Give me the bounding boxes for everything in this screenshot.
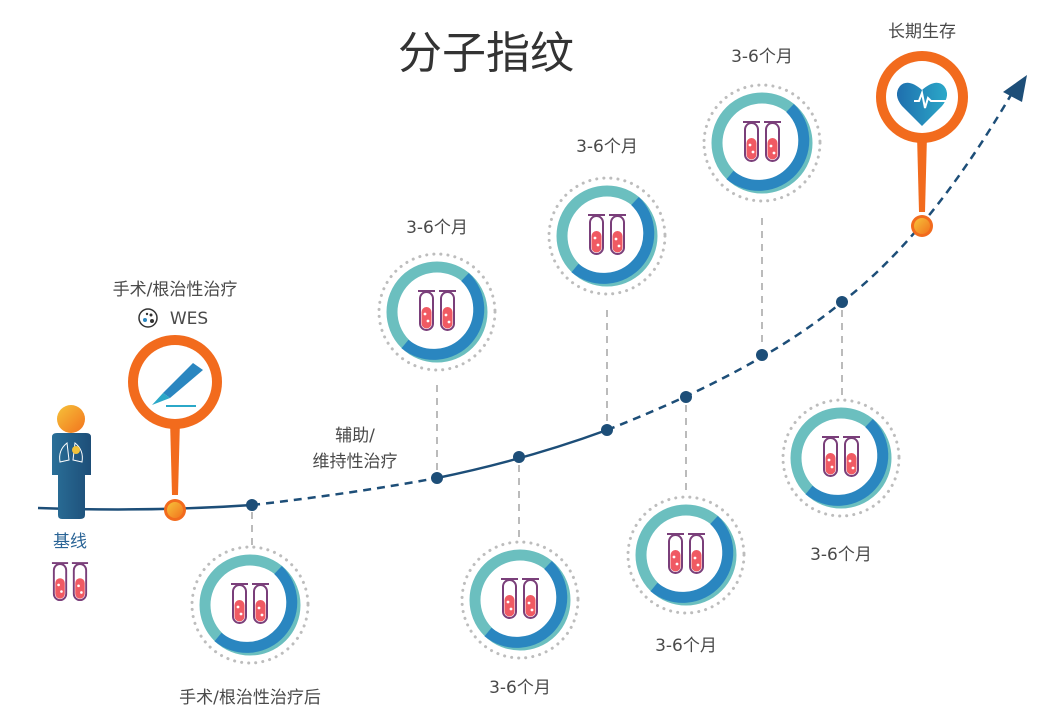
long-term-survival-label: 长期生存 (888, 22, 956, 42)
adjuvant-label-line2: 维持性治疗 (313, 452, 398, 472)
timeline-dots (246, 296, 848, 511)
blood-sample-ring (628, 497, 744, 613)
interval-label: 3-6个月 (576, 137, 638, 157)
baseline-blood-tubes-icon (51, 562, 90, 602)
interval-label: 3-6个月 (489, 678, 551, 698)
blood-sample-ring (549, 178, 665, 294)
blood-sample-ring (783, 400, 899, 516)
arrow-head-icon (1003, 75, 1027, 102)
connector-lines (251, 218, 843, 545)
blood-sample-ring (379, 254, 495, 370)
surgery-pin (128, 335, 222, 521)
baseline-label: 基线 (53, 532, 87, 552)
interval-label: 3-6个月 (655, 636, 717, 656)
diagram-title: 分子指纹 (398, 28, 574, 79)
patient-icon (52, 405, 91, 519)
heart-pulse-icon (896, 82, 948, 126)
adjuvant-label-line1: 辅助/ (335, 426, 375, 446)
blood-sample-ring (704, 85, 820, 201)
timeline-dashed-adjuvant (251, 476, 438, 507)
blood-sample-ring-post-surgery (192, 547, 308, 663)
wes-icon (138, 308, 158, 328)
survival-pin (876, 51, 968, 237)
post-surgery-label: 手术/根治性治疗后 (179, 688, 321, 708)
interval-label: 3-6个月 (406, 218, 468, 238)
wes-label: WES (170, 309, 208, 329)
blood-sample-ring (462, 542, 578, 658)
surgery-label: 手术/根治性治疗 (113, 280, 238, 300)
interval-label: 3-6个月 (731, 47, 793, 67)
interval-label: 3-6个月 (810, 545, 872, 565)
scalpel-icon (152, 363, 203, 407)
